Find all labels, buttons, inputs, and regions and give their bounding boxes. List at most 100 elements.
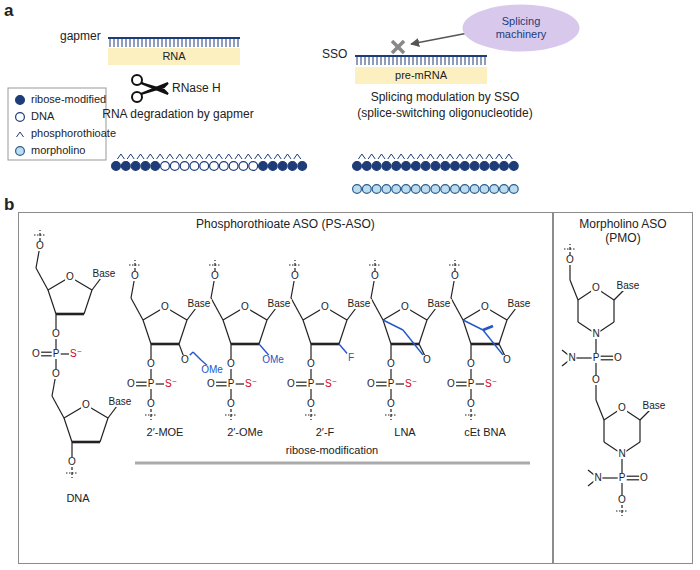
atom-label: P	[618, 473, 627, 483]
atom-label: N	[593, 473, 602, 483]
legend-sample	[17, 132, 24, 137]
bond	[339, 320, 347, 344]
atom-label: O	[51, 329, 61, 339]
bond	[48, 290, 56, 314]
atom-label: O	[466, 399, 476, 409]
group-label: ribose-modification	[286, 444, 378, 456]
sso-strand	[355, 56, 487, 65]
mechanism-caption: RNA degradation by gapmer	[102, 108, 253, 121]
bond	[613, 300, 614, 322]
atom-label: O	[320, 302, 330, 312]
atom-label: O	[370, 271, 380, 281]
atom-label: Base	[187, 299, 212, 309]
bond	[259, 320, 267, 344]
legend-sample	[16, 96, 25, 105]
atom-label: S⁻	[244, 379, 258, 389]
bond	[72, 441, 100, 444]
box-text: pre-mRNA	[395, 69, 447, 82]
legend-text: ribose-modified	[31, 93, 106, 105]
structure-name: DNA	[66, 492, 89, 504]
illustration	[8, 33, 654, 516]
bond	[311, 343, 339, 346]
bond	[151, 343, 179, 346]
bond	[231, 343, 259, 346]
structure-name: 2′-MOE	[147, 426, 184, 438]
atom-label: O	[613, 353, 623, 363]
atom-label: O	[386, 399, 396, 409]
pre-mrna-strand: pre-mRNA	[355, 67, 487, 84]
bond	[639, 420, 640, 442]
bond	[483, 326, 493, 330]
bond	[570, 280, 578, 300]
box-text: Morpholino ASO (PMO)	[564, 218, 682, 246]
atom-label: Base	[427, 299, 452, 309]
block-mark	[392, 41, 404, 53]
atom-label: S⁻	[484, 379, 498, 389]
legend-text: phosphorothioate	[31, 127, 116, 139]
panel-letter: a	[4, 2, 13, 21]
legend-text: morpholino	[31, 144, 85, 156]
atom-label: S⁻	[164, 379, 178, 389]
bond	[596, 400, 604, 420]
attachment-mark	[449, 265, 461, 266]
atom-label: O	[450, 271, 460, 281]
structure-name: cEt BNA	[464, 426, 506, 438]
gapmer-strand	[108, 38, 240, 47]
atom-label: O	[565, 255, 575, 265]
atom-label: O	[386, 359, 396, 369]
atom-label: P	[52, 349, 61, 359]
attachment-mark	[385, 415, 397, 416]
legend-sample	[16, 113, 25, 122]
atom-label: S⁻	[404, 379, 418, 389]
box-text: Splicing machinery	[488, 15, 554, 40]
atom-label: O	[591, 283, 601, 293]
atom-label: Base	[108, 397, 133, 407]
atom-label: O	[466, 359, 476, 369]
atom-label: O	[35, 241, 45, 251]
atom-label: O	[286, 379, 296, 389]
atom-label: O	[210, 271, 220, 281]
bond	[52, 396, 64, 418]
panel-letter: b	[4, 196, 14, 215]
atom-label: O	[160, 302, 170, 312]
attachment-mark	[34, 235, 46, 236]
legend-box	[8, 88, 106, 160]
attachment-mark	[465, 415, 477, 416]
atom-label: O	[226, 399, 236, 409]
attachment-mark	[225, 415, 237, 416]
structure-name: 2′-F	[316, 426, 335, 438]
atom-label: O	[65, 272, 75, 282]
bond	[131, 298, 143, 320]
legend-samples	[16, 96, 25, 156]
atom-label: O	[180, 355, 190, 365]
bond	[84, 290, 92, 314]
atom-label: S⁻	[69, 349, 83, 359]
box-text: Phosphorothioate ASO (PS-ASO)	[19, 218, 552, 232]
bond	[56, 313, 84, 316]
atom-label: O	[290, 271, 300, 281]
atom-label: O	[226, 359, 236, 369]
atom-label: O	[480, 302, 490, 312]
legend-sample	[16, 147, 25, 156]
bond	[64, 418, 72, 442]
atom-label: P	[307, 379, 316, 389]
attachment-mark	[369, 265, 381, 266]
atom-label: P	[467, 379, 476, 389]
gapmer-chain	[112, 154, 307, 170]
atom-label: OMe	[200, 365, 224, 375]
attachment-mark	[289, 265, 301, 266]
atom-label: O	[51, 369, 61, 379]
structure-name: LNA	[394, 426, 415, 438]
atom-label: O	[146, 359, 156, 369]
atom-label: P	[147, 379, 156, 389]
atom-label: F	[347, 353, 355, 363]
atom-label: O	[617, 403, 627, 413]
atom-label: O	[400, 302, 410, 312]
atom-label: O	[81, 400, 91, 410]
atom-label: O	[146, 399, 156, 409]
bond	[179, 320, 187, 344]
atom-label: O	[617, 495, 627, 505]
atom-label: P	[227, 379, 236, 389]
atom-label: O	[366, 379, 376, 389]
